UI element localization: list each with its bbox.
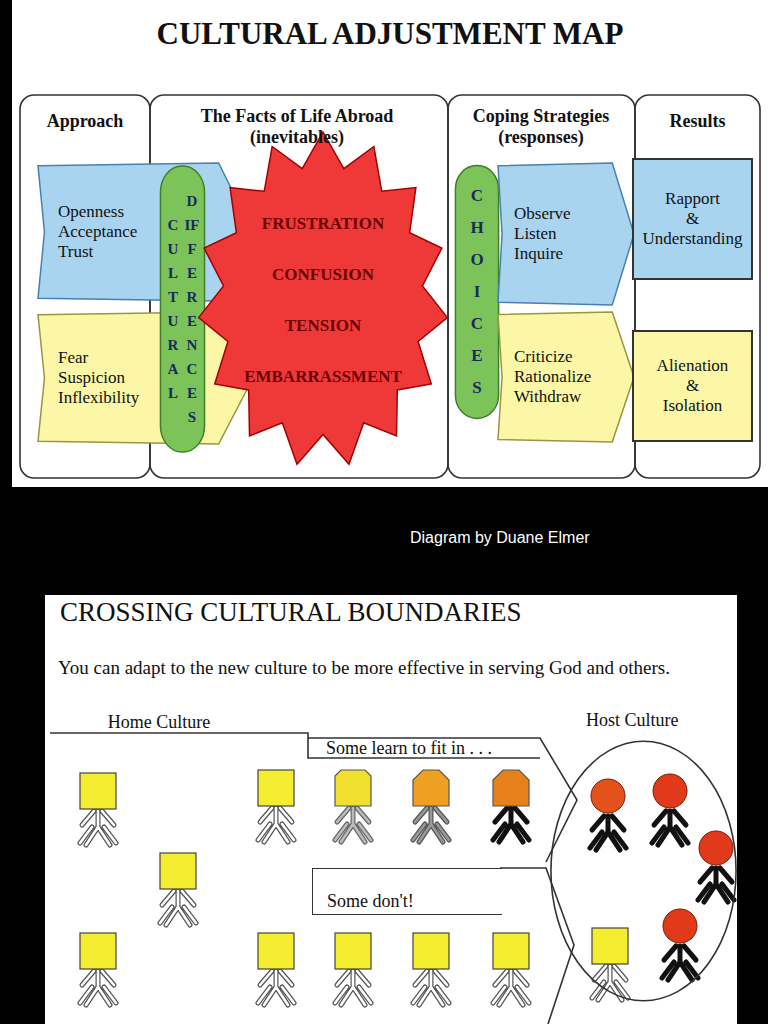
coping-arrow: Observe Listen Inquire [498, 163, 634, 305]
caption: Diagram by Duane Elmer [410, 528, 590, 548]
node-text: TENSION [285, 316, 362, 336]
facts-star-shape [198, 132, 448, 468]
person-figure [335, 770, 371, 842]
person-figure [335, 933, 371, 1005]
column-header: Approach [30, 110, 140, 132]
node-text: CONFUSION [272, 265, 374, 285]
subtitle: You can adapt to the new culture to be m… [58, 656, 670, 680]
person-figure [590, 779, 626, 850]
host-culture-circle-shape [550, 740, 737, 1002]
host-culture-circle: Host Culture [550, 740, 737, 1002]
node-text: Observe Listen Inquire [514, 204, 610, 264]
node-text: Some learn to fit in . . . [326, 739, 492, 757]
node-text: Criticize Rationalize Withdraw [514, 347, 610, 407]
person-figure [493, 770, 529, 842]
result-box: Rapport & Understanding [632, 158, 753, 280]
person-figure [592, 928, 628, 1000]
choices-pill: CHOICES [455, 163, 499, 421]
column-brackets [20, 95, 760, 478]
person-figure [258, 770, 294, 842]
people-figures [80, 770, 734, 1005]
node-text: DIFFERENCES [185, 189, 200, 429]
node-text: Host Culture [586, 709, 679, 731]
person-figure [652, 774, 688, 845]
node-text: Some don't! [327, 891, 414, 911]
section-title: CROSSING CULTURAL BOUNDARIES [60, 596, 522, 628]
path-outlines [50, 733, 577, 1024]
differences-pill: CULTURAL DIFFERENCES [160, 163, 205, 455]
person-figure [698, 831, 734, 902]
person-figure [258, 933, 294, 1005]
person-figure [493, 933, 529, 1005]
person-figure [160, 853, 196, 925]
map-title: CULTURAL ADJUSTMENT MAP [12, 16, 768, 52]
person-figure [413, 770, 449, 842]
node-text: CHOICES [469, 180, 486, 404]
column-header: Coping Strategies (responses) [455, 106, 627, 148]
differences-pill-shape [160, 163, 205, 455]
node-text: Rapport & Understanding [637, 189, 749, 249]
result-box: Alienation & Isolation [632, 330, 753, 442]
node-text: CULTURAL [166, 213, 181, 405]
fit-in-band: Some learn to fit in . . . [308, 738, 540, 758]
node-text: EMBARRASSMENT [244, 367, 402, 387]
node-text: Openness Acceptance Trust [58, 202, 158, 262]
dont-fit-band: Some don't! [312, 868, 502, 915]
person-figure [80, 773, 116, 845]
person-figure [413, 933, 449, 1005]
person-figure [80, 933, 116, 1005]
person-figure [662, 909, 698, 980]
node-text: Alienation & Isolation [637, 356, 749, 416]
node-text: Fear Suspicion Inflexibility [58, 348, 158, 408]
home-culture-region: Home Culture [50, 706, 308, 733]
node-text: FRUSTRATION [262, 214, 384, 234]
column-header: Results [640, 110, 755, 132]
coping-arrow: Criticize Rationalize Withdraw [498, 312, 634, 442]
facts-star: FRUSTRATION CONFUSION TENSION EMBARRASSMENT [198, 132, 448, 468]
column-header: The Facts of Life Abroad (inevitables) [182, 106, 412, 148]
node-text: Home Culture [108, 711, 250, 733]
